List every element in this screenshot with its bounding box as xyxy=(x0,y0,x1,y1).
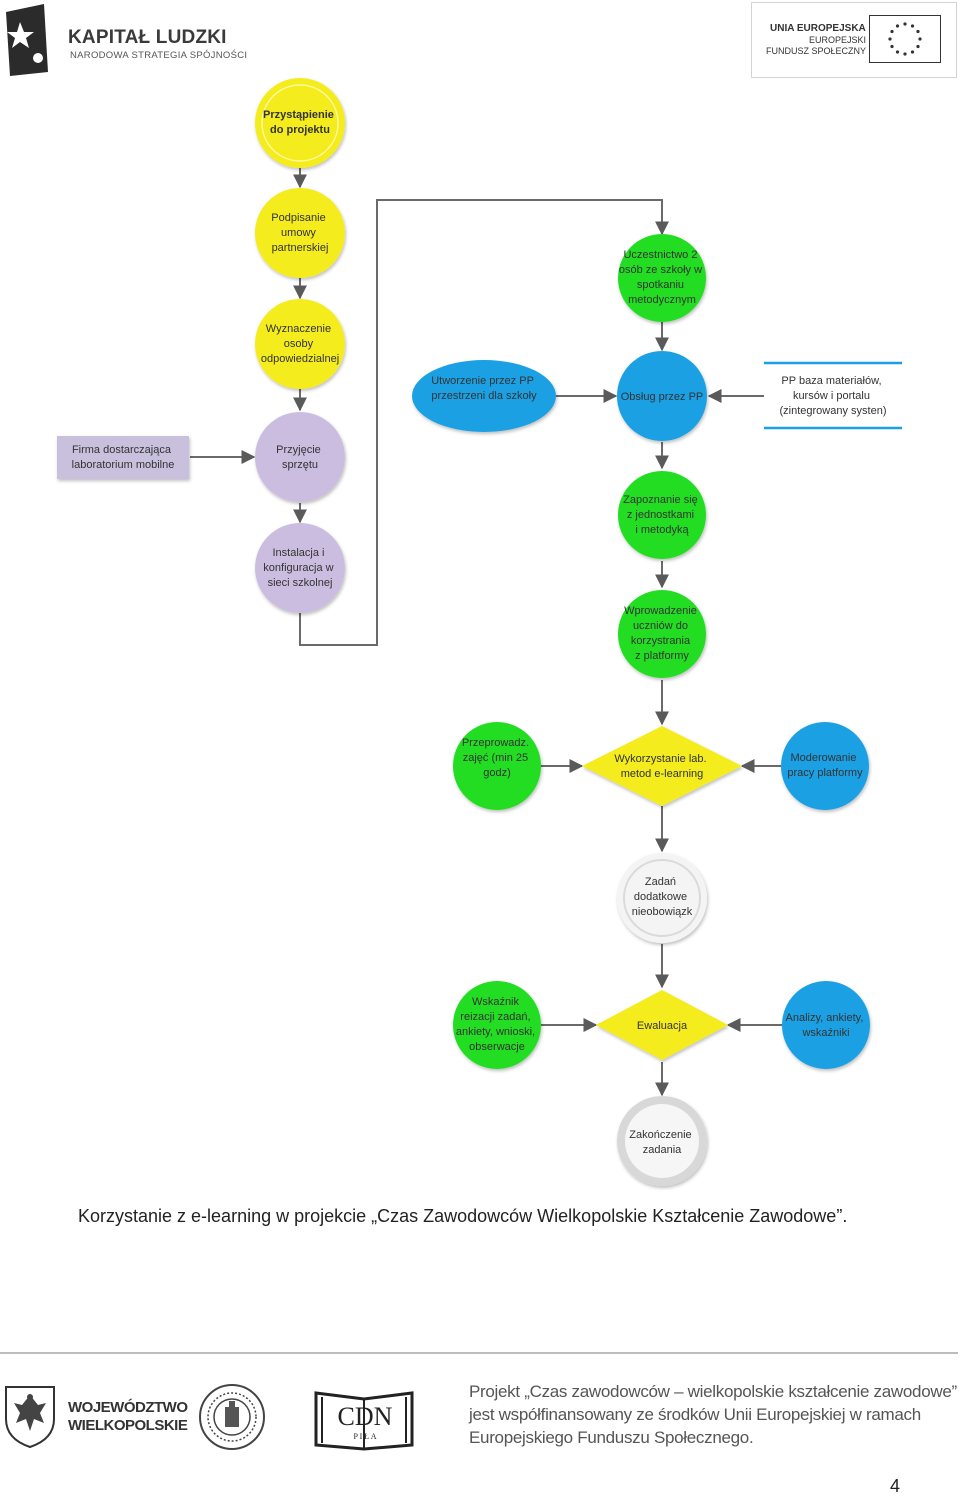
eu-line-2: EUROPEJSKI xyxy=(809,35,867,45)
node-moderate-platform-label: Moderowanie pracy platformy xyxy=(787,752,863,779)
eu-logo-box xyxy=(751,2,957,78)
wielkopolska-coat-of-arms-icon xyxy=(5,1386,55,1449)
node-assign-person xyxy=(255,299,345,389)
node-evaluation-label: Ewaluacja xyxy=(637,1020,688,1032)
node-introduce-students xyxy=(618,590,706,678)
node-task-end xyxy=(617,1096,707,1186)
eu-star-icon xyxy=(910,24,915,28)
eu-line-1: UNIA EUROPEJSKA xyxy=(770,23,866,34)
node-usage-label: Wykorzystanie lab. metod e-learning xyxy=(614,753,709,780)
cdn-subtext: P I Ł A xyxy=(353,1432,376,1441)
node-familiarize xyxy=(618,471,706,559)
eu-star-icon xyxy=(910,50,915,54)
node-receive-equipment xyxy=(255,412,345,502)
page-number: 4 xyxy=(890,1476,901,1496)
node-assign-person-label: Wyznaczenie osoby odpowiedzialnej xyxy=(261,323,339,365)
voivodeship-line-1: WOJEWÓDZTWO xyxy=(68,1399,188,1416)
eu-star-icon xyxy=(916,44,920,49)
figure-caption: Korzystanie z e-learning w projekcie „Cz… xyxy=(78,1206,848,1226)
node-indicator xyxy=(453,981,541,1069)
node-join-project-label: Przystąpienie do projektu xyxy=(263,109,337,136)
node-firm-label: Firma dostarczająca laboratorium mobilne xyxy=(72,444,175,471)
node-conduct-classes xyxy=(453,722,541,810)
node-extra-tasks xyxy=(617,853,707,943)
university-seal-icon xyxy=(199,1384,265,1450)
node-methodical-meeting xyxy=(618,234,706,322)
eu-star-icon xyxy=(890,44,894,49)
eu-star-icon xyxy=(918,37,922,41)
node-moderate-platform xyxy=(781,722,869,810)
node-familiarize-label: Zapoznanie się z jednostkami i metodyką xyxy=(623,494,701,536)
node-receive-equipment-label: Przyjęcie sprzętu xyxy=(276,444,324,471)
eu-star-icon xyxy=(890,29,894,34)
flowchart-diagram: Przystąpienie do projektu Podpisanie umo… xyxy=(57,78,902,1186)
node-pp-space xyxy=(412,360,556,432)
eu-star-icon xyxy=(903,52,907,56)
node-extra-tasks-label: Zadań dodatkowe nieobowiązk xyxy=(632,876,693,918)
node-evaluation-diamond xyxy=(596,990,728,1060)
eu-line-3: FUNDUSZ SPOŁECZNY xyxy=(766,46,867,56)
node-pp-service xyxy=(617,351,707,441)
footer-divider xyxy=(0,1352,958,1354)
node-introduce-students-label: Wprowadzenie uczniów do korzystrania z p… xyxy=(624,605,700,662)
node-methodical-meeting-label: Uczestnictwo 2 osób ze szkoły w spotkani… xyxy=(619,249,705,306)
eu-star-icon xyxy=(903,22,907,26)
node-join-project xyxy=(255,78,345,168)
node-analysis-label: Analizy, ankiety, wskaźniki xyxy=(786,1012,867,1039)
node-pp-service-label: Obsług przez PP xyxy=(621,391,704,403)
cdn-text: CDN xyxy=(338,1402,393,1431)
node-indicator-label: Wskaźnik reizacji zadań, ankiety, wniosk… xyxy=(456,996,538,1053)
node-usage-diamond xyxy=(582,726,742,806)
node-sign-agreement xyxy=(255,188,345,278)
kapital-ludzki-logo-icon xyxy=(6,4,48,76)
eu-star-icon xyxy=(916,29,920,34)
node-conduct-classes-label: Przeprowadz. zajęć (min 25 godz) xyxy=(462,737,532,779)
project-info-line-2: jest współfinansowany ze środków Unii Eu… xyxy=(469,1405,921,1424)
project-info-line-1: Projekt „Czas zawodowców – wielkopolskie… xyxy=(469,1382,957,1401)
node-pp-base xyxy=(764,361,902,430)
voivodeship-line-2: WIELKOPOLSKIE xyxy=(68,1417,188,1434)
cdn-pila-logo-icon: CDN P I Ł A xyxy=(314,1391,414,1451)
node-pp-base-label: PP baza materiałów, kursów i portalu (zi… xyxy=(780,375,887,417)
connector-lines xyxy=(190,167,782,1097)
node-task-end-label: Zakończenie zadania xyxy=(629,1129,694,1156)
eu-star-icon xyxy=(895,24,900,28)
node-install-configure-label: Instalacja i konfiguracja w sieci szkoln… xyxy=(263,547,336,589)
node-firm-box xyxy=(57,436,189,479)
project-info-line-3: Europejskiego Funduszu Społecznego. xyxy=(469,1428,754,1447)
node-analysis xyxy=(782,981,870,1069)
node-pp-space-label: Utworzenie przez PP przestrzeni dla szko… xyxy=(431,375,537,402)
logo-title: KAPITAŁ LUDZKI xyxy=(68,27,227,48)
node-install-configure xyxy=(255,523,345,613)
node-sign-agreement-label: Podpisanie umowy partnerskiej xyxy=(271,212,329,254)
eu-star-icon xyxy=(895,50,900,54)
eu-flag-icon xyxy=(869,15,941,63)
eu-star-icon xyxy=(888,37,892,41)
logo-subtitle: NARODOWA STRATEGIA SPÓJNOŚCI xyxy=(70,50,248,61)
